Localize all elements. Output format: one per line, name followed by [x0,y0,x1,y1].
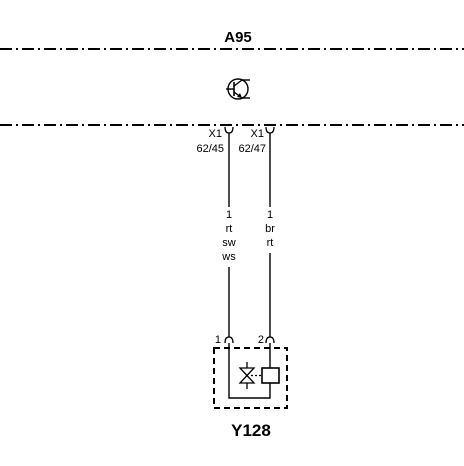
component-a95-label: A95 [224,29,252,46]
connector-1-socket-icon [224,126,234,134]
valve-icon [238,362,256,389]
wire-1-color-1: rt [226,223,233,235]
connector-2-name: X1 [251,128,264,140]
component-y128-label: Y128 [231,421,271,440]
connector-2-pin: 62/47 [238,143,266,155]
wire-2-color-2: rt [267,237,274,249]
wire-1-color-3: ws [221,251,236,263]
y128-pin-1-label: 1 [215,334,221,346]
connector-1-name: X1 [209,128,222,140]
wire-2-number: 1 [267,209,273,221]
y128-pin-2-socket-icon [265,336,275,344]
wire-2-labels: 1 br rt [260,207,280,253]
component-y128-box [213,347,288,409]
y128-internal-wiring [228,343,271,399]
wire-1-number: 1 [226,209,232,221]
y128-pin-2-label: 2 [258,334,264,346]
transistor-icon [226,78,250,100]
solenoid-coil-icon [261,367,280,384]
wire-1-labels: 1 rt sw ws [217,207,241,267]
wire-2-color-1: br [265,223,275,235]
connector-2-socket-icon [265,126,275,134]
wire-1-color-2: sw [222,237,236,249]
connector-1-pin: 62/45 [196,143,224,155]
y128-pin-1-socket-icon [224,336,234,344]
